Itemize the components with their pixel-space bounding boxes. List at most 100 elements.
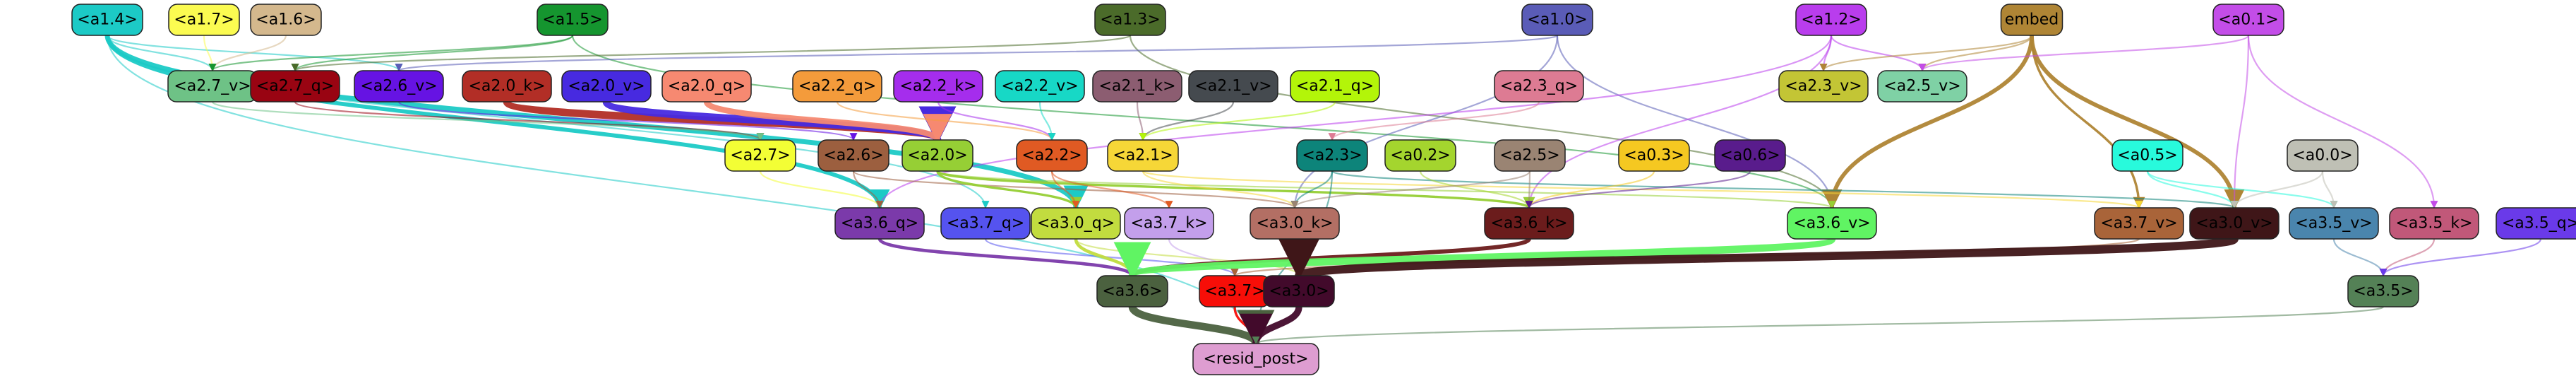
node-a2-1-q[interactable]: <a2.1_q>: [1290, 70, 1380, 102]
node-box: [2347, 275, 2419, 307]
edge-a3_5_v-to-a3_5: [2332, 238, 2388, 277]
edge-a2_0_q-to-a2_0: [703, 100, 952, 143]
node-a3-5[interactable]: <a3.5>: [2347, 275, 2419, 307]
edge-a1_5-to-a2_7_q: [291, 35, 574, 72]
edge-a1_5-to-a3_6_v: [571, 35, 1836, 209]
node-label: <a2.1_v>: [1194, 78, 1271, 95]
node-label: <a3.5_v>: [2295, 215, 2372, 233]
node-a1-0[interactable]: <a1.0>: [1521, 4, 1593, 36]
node-a2-2-k[interactable]: <a2.2_k>: [893, 70, 983, 102]
node-a2-2-q[interactable]: <a2.2_q>: [792, 70, 882, 102]
node-a2-0[interactable]: <a2.0>: [901, 139, 974, 172]
node-a2-1-v[interactable]: <a2.1_v>: [1188, 70, 1278, 102]
node-a3-6-k[interactable]: <a3.6_k>: [1484, 207, 1574, 240]
node-a1-5[interactable]: <a1.5>: [537, 4, 609, 36]
node-label: <a2.7>: [730, 147, 790, 165]
node-a0-5[interactable]: <a0.5>: [2111, 139, 2183, 172]
node-a2-0-v[interactable]: <a2.0_v>: [561, 70, 652, 102]
node-a2-3-v[interactable]: <a2.3_v>: [1778, 70, 1869, 102]
node-a3-7-v[interactable]: <a3.7_v>: [2094, 207, 2184, 240]
node-a3-7[interactable]: <a3.7>: [1199, 275, 1271, 307]
node-a3-6[interactable]: <a3.6>: [1096, 275, 1168, 307]
node-box: [2287, 139, 2359, 172]
node-a2-0-k[interactable]: <a2.0_k>: [462, 70, 552, 102]
node-a2-2-v[interactable]: <a2.2_v>: [995, 70, 1085, 102]
node-label: <a2.6_v>: [360, 78, 437, 95]
node-a3-0-k[interactable]: <a3.0_k>: [1250, 207, 1340, 240]
node-a3-0-v[interactable]: <a3.0_v>: [2189, 207, 2280, 240]
node-a2-1-k[interactable]: <a2.1_k>: [1092, 70, 1182, 102]
node-a2-7[interactable]: <a2.7>: [724, 139, 796, 172]
node-a0-0[interactable]: <a0.0>: [2287, 139, 2359, 172]
node-a1-6[interactable]: <a1.6>: [250, 4, 322, 36]
edge-a3_6-to-resid_post: [1128, 305, 1275, 348]
node-a2-7-q[interactable]: <a2.7_q>: [250, 70, 340, 102]
node-a3-5-q[interactable]: <a3.5_q>: [2496, 207, 2576, 240]
node-box: [354, 70, 444, 102]
nodes-layer: <a1.4> <a1.7> <a1.6> <a1.5> <a1.3> <a1.0> <a1.…: [71, 4, 2576, 375]
node-a3-6-v[interactable]: <a3.6_v>: [1787, 207, 1877, 240]
node-label: <a2.0_k>: [468, 78, 545, 95]
edge-a3_6_q-to-a3_6: [877, 238, 1141, 278]
node-a3-0-q[interactable]: <a3.0_q>: [1031, 207, 1121, 240]
node-a2-7-v[interactable]: <a2.7_v>: [167, 70, 258, 102]
node-label: <a3.0_v>: [2195, 215, 2272, 233]
node-embed[interactable]: embed: [2000, 4, 2063, 36]
node-a3-5-v[interactable]: <a3.5_v>: [2289, 207, 2379, 240]
node-label: <a2.5_v>: [1883, 78, 1960, 95]
node-box: [250, 70, 340, 102]
node-a0-2[interactable]: <a0.2>: [1384, 139, 1456, 172]
node-box: [1494, 139, 1566, 172]
node-box: [1296, 139, 1368, 172]
node-label: <a2.5>: [1499, 147, 1559, 165]
edge-a2_5-to-a3_6_k: [1525, 170, 1533, 209]
node-label: <a3.6_v>: [1793, 215, 1870, 233]
node-box: [1877, 70, 1967, 102]
node-a3-7-k[interactable]: <a3.7_k>: [1124, 207, 1214, 240]
node-a1-3[interactable]: <a1.3>: [1094, 4, 1166, 36]
node-label: <a3.7_v>: [2100, 215, 2177, 233]
node-a2-6[interactable]: <a2.6>: [817, 139, 889, 172]
node-label: <a0.3>: [1624, 147, 1684, 165]
edge-a3_0_v-to-a3_0: [1280, 235, 2239, 280]
node-a3-7-q[interactable]: <a3.7_q>: [940, 207, 1031, 240]
edge-a1_2-to-a3_6_k: [1525, 35, 1833, 209]
node-box: [834, 207, 925, 240]
node-label: <a3.5>: [2353, 283, 2413, 300]
node-a0-6[interactable]: <a0.6>: [1714, 139, 1786, 172]
node-label: <a0.2>: [1390, 147, 1450, 165]
node-box: [1031, 207, 1121, 240]
node-a3-5-k[interactable]: <a3.5_k>: [2389, 207, 2479, 240]
edge-a0_0-to-a3_0_v: [2230, 170, 2324, 209]
node-box: [995, 70, 1085, 102]
node-a2-5[interactable]: <a2.5>: [1494, 139, 1566, 172]
node-label: <a3.5_k>: [2395, 215, 2472, 233]
node-label: <a2.2_q>: [798, 78, 876, 95]
edge-a1_5-to-a2_7_v: [208, 34, 574, 72]
edge-a1_4-to-a2_7_v: [106, 35, 217, 72]
node-label: <a3.5_q>: [2502, 215, 2576, 233]
node-box: [1787, 207, 1877, 240]
node-resid-post[interactable]: <resid_post>: [1192, 343, 1319, 375]
node-a2-3[interactable]: <a2.3>: [1296, 139, 1368, 172]
node-a3-0[interactable]: <a3.0>: [1263, 275, 1335, 307]
node-label: <a2.3>: [1302, 147, 1362, 165]
node-a2-3-q[interactable]: <a2.3_q>: [1494, 70, 1584, 102]
node-a1-4[interactable]: <a1.4>: [71, 4, 143, 36]
node-a3-6-q[interactable]: <a3.6_q>: [834, 207, 925, 240]
node-box: [1094, 4, 1166, 36]
node-a2-6-v[interactable]: <a2.6_v>: [354, 70, 444, 102]
edge-a0_1-to-a2_5_v: [1918, 34, 2250, 72]
node-a1-7[interactable]: <a1.7>: [168, 4, 240, 36]
node-a2-2[interactable]: <a2.2>: [1016, 139, 1088, 172]
node-a2-0-q[interactable]: <a2.0_q>: [661, 70, 752, 102]
edge-a1_4-to-a2_6_v: [106, 34, 403, 72]
node-a2-5-v[interactable]: <a2.5_v>: [1877, 70, 1967, 102]
node-box: [1290, 70, 1380, 102]
node-a2-1[interactable]: <a2.1>: [1107, 139, 1179, 172]
node-a0-3[interactable]: <a0.3>: [1618, 139, 1690, 172]
node-box: [2000, 4, 2063, 36]
node-a0-1[interactable]: <a0.1>: [2212, 4, 2284, 36]
node-a1-2[interactable]: <a1.2>: [1795, 4, 1867, 36]
